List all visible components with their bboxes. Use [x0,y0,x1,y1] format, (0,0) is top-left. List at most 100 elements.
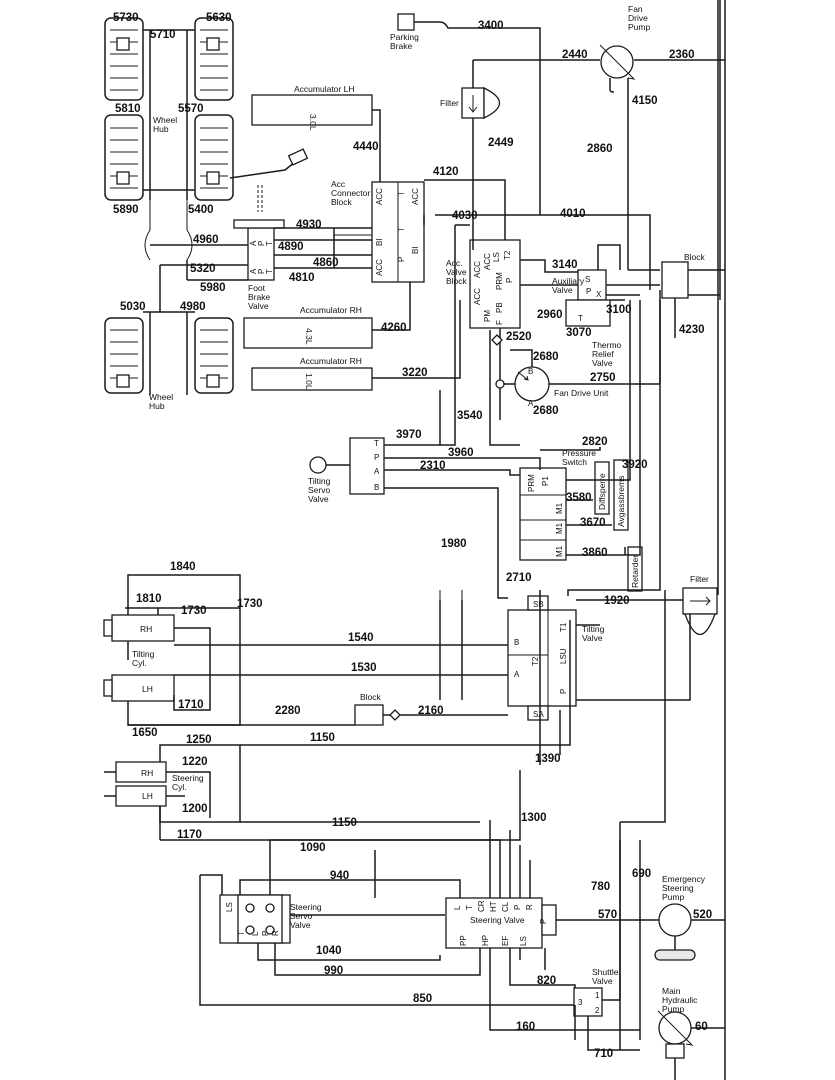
line-3670: 3670 [580,517,606,529]
label-retarder: Retarder [630,555,640,588]
line-2710: 2710 [506,572,532,584]
port-f: F [495,320,504,325]
line-1920: 1920 [604,595,630,607]
line-4980: 4980 [180,301,206,313]
line-4810: 4810 [289,272,315,284]
steering-cyl-lh [115,785,167,807]
port-hp: HP [481,935,490,946]
line-2820: 2820 [582,436,608,448]
port-cr: CR [477,900,486,912]
port-p: P [559,689,568,694]
line-1220: 1220 [182,756,208,768]
line-4440: 4440 [353,141,379,153]
block-mid [354,704,384,726]
line-2160: 2160 [418,705,444,717]
label-block-mid: Block [360,692,382,702]
label-accumulator-lh: Accumulator LH [294,84,354,94]
port-p: P [374,453,379,462]
port-labels: ACC ACC T BI T ACC P A P T A P T ACC ACC… [225,188,602,1015]
port-t2: T2 [531,656,540,666]
port-r: R [525,904,534,910]
port-p: P [397,257,406,262]
label-accumulator-rh-1: Accumulator RH [300,305,362,315]
steering-valve [445,897,543,949]
label-filter-right: Filter [690,574,709,584]
line-2440: 2440 [562,49,588,61]
accumulator-lh-volume: 3.0L [308,114,318,131]
line-3920: 3920 [622,459,648,471]
port-p: P [261,931,270,936]
line-5810: 5810 [115,103,141,115]
foot-brake-plunger [233,219,285,229]
line-4930: 4930 [296,219,322,231]
line-5980: 5980 [200,282,226,294]
port-m1: M1 [555,502,564,514]
port-p: P [257,241,266,246]
line-3100: 3100 [606,304,632,316]
line-5570: 5570 [178,103,204,115]
port-t: T [237,931,246,936]
port-acc1: ACC [473,288,482,305]
line-160: 160 [516,1021,535,1033]
port-prm: PRM [527,474,536,492]
port-bi: BI [411,246,420,254]
line-1300: 1300 [521,812,547,824]
line-4260: 4260 [381,322,407,334]
parking-brake [397,13,415,31]
line-1040: 1040 [316,945,342,957]
port-acc: ACC [473,261,482,278]
port-prm: PRM [495,272,504,290]
port-acc: ACC [411,188,420,205]
diffsperre-label-box [594,461,610,515]
line-1650: 1650 [132,727,158,739]
port-t: T [397,191,406,196]
port-l: L [453,905,462,910]
port-pb: PB [495,302,504,313]
line-60: 60 [695,1021,708,1033]
line-3140: 3140 [552,259,578,271]
port-p: P [586,287,591,296]
line-numbers: 5730 5630 5710 5810 5570 5890 5400 4960 … [113,12,712,1060]
line-690: 690 [632,868,651,880]
port-t: T [265,241,274,246]
port-ht: HT [489,901,498,912]
line-710: 710 [594,1048,613,1060]
port-pp: PP [459,935,468,946]
label-block-right: Block [684,252,706,262]
tilting-valve-sa [527,705,549,721]
line-1170: 1170 [177,829,202,841]
brake-caliper [206,37,220,51]
line-1710: 1710 [178,699,204,711]
label-diffsperre: Diffsperre [597,473,607,510]
port-2: 2 [595,1006,600,1015]
port-l: L [251,931,260,936]
line-4030: 4030 [452,210,478,222]
wheel-4980 [194,317,234,394]
thermo-relief-valve [565,299,611,327]
emergency-steering-pump [658,903,692,937]
port-ef: EF [501,936,510,946]
wheel-5030 [104,317,144,394]
port-t: T [465,905,474,910]
line-780: 780 [591,881,610,893]
line-5630: 5630 [206,12,232,24]
line-2310: 2310 [420,460,446,472]
port-lsu: LSU [559,648,568,664]
line-1840: 1840 [170,561,196,573]
port-t: T [397,227,406,232]
line-1150-top: 1150 [310,732,335,744]
line-3580: 3580 [566,492,592,504]
port-m1: M1 [555,545,564,557]
line-3970: 3970 [396,429,422,441]
line-1250: 1250 [186,734,212,746]
line-4120: 4120 [433,166,459,178]
port-ls: LS [519,936,528,946]
